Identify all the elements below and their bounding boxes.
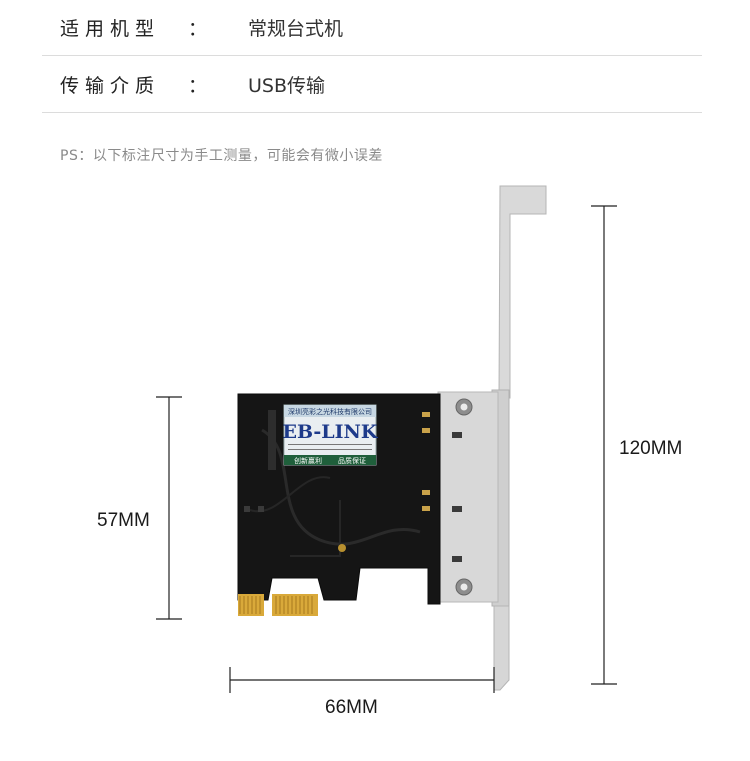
height-full-label: 120MM [619, 438, 683, 459]
spec-row-medium: 传输介质 ： USB传输 [60, 57, 702, 113]
spec-colon: ： [188, 18, 208, 40]
metal-bracket [437, 185, 547, 691]
spec-value: 常规台式机 [248, 18, 344, 40]
sticker-footer-left: 创新赢利 [294, 456, 322, 465]
spec-label: 传输介质 [60, 75, 161, 97]
gold-fingers [238, 594, 318, 616]
spec-value: USB传输 [248, 75, 326, 97]
spec-row-model: 适用机型 ： 常规台式机 [60, 0, 702, 56]
measurement-note: PS：以下标注尺寸为手工测量，可能会有微小误差 [60, 148, 383, 164]
dimension-line-width-card [229, 667, 495, 693]
divider [42, 55, 702, 56]
height-card-label: 57MM [97, 510, 150, 531]
sticker-footer-right: 品质保证 [338, 456, 366, 465]
width-card-label: 66MM [325, 697, 378, 718]
dimension-line-height-full [591, 205, 617, 685]
sticker-company: 深圳亮彩之光科技有限公司 [288, 407, 372, 416]
dimension-line-height-card [156, 396, 182, 620]
divider [42, 112, 702, 113]
product-sticker: 深圳亮彩之光科技有限公司 EB-LINK 创新赢利 品质保证 [283, 404, 379, 466]
spec-label: 适用机型 [60, 18, 161, 40]
sticker-brand: EB-LINK [283, 421, 379, 443]
spec-colon: ： [188, 75, 208, 97]
